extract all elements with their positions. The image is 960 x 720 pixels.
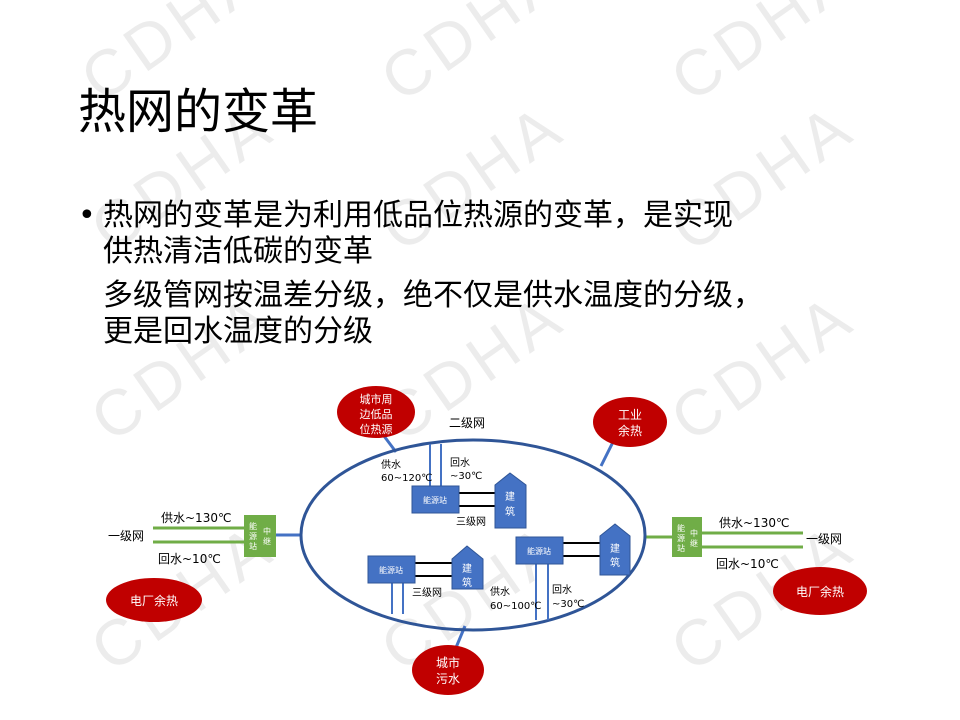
connector-line bbox=[599, 441, 615, 467]
heat-source-industrial: 工业 余热 bbox=[593, 397, 667, 447]
label: 回水~10℃ bbox=[716, 557, 779, 571]
label: 中 bbox=[263, 526, 271, 536]
secondary-network-ring bbox=[299, 438, 647, 632]
building-icon bbox=[599, 523, 631, 576]
label: 供水 bbox=[490, 585, 510, 598]
label: 回水 bbox=[450, 457, 470, 469]
energy-station-1: 能源站 建 筑 三级网 供水 60~120℃ 回水 ~30℃ bbox=[381, 444, 527, 529]
label: 回水 bbox=[552, 584, 572, 596]
label: 污水 bbox=[436, 672, 460, 686]
label: 站 bbox=[249, 541, 257, 551]
label: 源 bbox=[249, 532, 257, 541]
label: 供水~130℃ bbox=[161, 511, 231, 525]
secondary-network-label: 二级网 bbox=[449, 416, 485, 430]
bullet-text: 更是回水温度的分级 bbox=[103, 314, 373, 349]
bullet-text: 热网的变革是为利用低品位热源的变革，是实现 bbox=[103, 198, 733, 233]
label: 回水~10℃ bbox=[158, 552, 221, 566]
label: 60~120℃ bbox=[381, 473, 432, 484]
bullet-item: • 热网的变革是为利用低品位热源的变革，是实现 供热清洁低碳的变革 多级管网按温… bbox=[78, 198, 763, 350]
bullet-text: 多级管网按温差分级，绝不仅是供水温度的分级， bbox=[103, 278, 763, 313]
label: 筑 bbox=[505, 505, 515, 518]
label: 边低品 bbox=[360, 408, 393, 421]
label: 一级网 bbox=[108, 529, 144, 543]
label: 中 bbox=[690, 528, 698, 538]
bullet-list: • 热网的变革是为利用低品位热源的变革，是实现 供热清洁低碳的变革 多级管网按温… bbox=[78, 198, 763, 350]
heat-source-power-left: 电厂余热 bbox=[106, 578, 202, 622]
relay-station-box bbox=[672, 517, 702, 557]
label: 供水 bbox=[381, 458, 401, 471]
label: 能源站 bbox=[379, 565, 403, 575]
energy-station-2: 能源站 建 筑 三级网 bbox=[367, 545, 484, 614]
bullet-marker: • bbox=[78, 198, 96, 233]
label: 建 bbox=[505, 490, 515, 503]
label: 城市周 bbox=[360, 392, 393, 406]
label: 城市 bbox=[436, 655, 460, 670]
label: 60~100℃ bbox=[490, 601, 541, 612]
primary-network-right: 一级网 供水~130℃ 回水~10℃ 能 源 站 中 继 bbox=[672, 516, 842, 571]
slide-title: 热网的变革 bbox=[78, 84, 319, 140]
label: 电厂余热 bbox=[130, 593, 178, 608]
label: 建 bbox=[462, 562, 472, 575]
label: 站 bbox=[677, 543, 685, 553]
label: 工业 bbox=[618, 408, 642, 422]
label: 能 bbox=[677, 523, 685, 533]
label: 三级网 bbox=[456, 516, 486, 528]
label: 建 bbox=[610, 542, 620, 555]
label: 供水~130℃ bbox=[719, 516, 789, 530]
energy-station-3: 能源站 建 筑 供水 60~100℃ 回水 ~30℃ bbox=[490, 523, 631, 620]
primary-network-left: 一级网 供水~130℃ 回水~10℃ 能 源 站 中 继 bbox=[108, 511, 276, 566]
relay-station-box bbox=[244, 515, 276, 557]
heat-source-power-right: 电厂余热 bbox=[773, 567, 867, 615]
label: ~30℃ bbox=[552, 599, 584, 610]
label: 能源站 bbox=[423, 495, 447, 505]
label: 位热源 bbox=[360, 422, 393, 436]
label: 能源站 bbox=[527, 546, 551, 556]
bullet-text: 供热清洁低碳的变革 bbox=[103, 234, 373, 269]
label: 源 bbox=[677, 534, 685, 543]
label: 继 bbox=[263, 536, 271, 546]
heat-source-low-grade: 城市周 边低品 位热源 bbox=[337, 386, 415, 438]
label: 三级网 bbox=[412, 587, 442, 599]
building-icon bbox=[451, 545, 484, 590]
building-icon bbox=[494, 472, 527, 529]
label: 继 bbox=[690, 538, 698, 548]
label: ~30℃ bbox=[450, 471, 482, 482]
label: 筑 bbox=[610, 556, 620, 569]
label: 筑 bbox=[462, 576, 472, 589]
label: 余热 bbox=[618, 423, 642, 438]
label: 能 bbox=[249, 521, 257, 531]
heat-source-sewage: 城市 污水 bbox=[412, 645, 484, 695]
label: 电厂余热 bbox=[796, 584, 844, 599]
label: 一级网 bbox=[806, 532, 842, 546]
